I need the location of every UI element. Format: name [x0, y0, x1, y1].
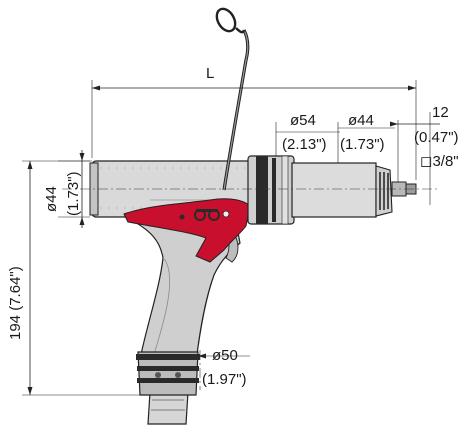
front-diameter-in: (1.73")	[340, 136, 385, 153]
collar-diameter-in: (2.13")	[282, 136, 327, 153]
length-label: L	[206, 65, 214, 82]
collar-ring	[247, 155, 295, 225]
length-dimension	[91, 80, 417, 180]
handle-diameter-in: (1.97")	[202, 371, 247, 388]
cable-strain-relief	[147, 391, 189, 425]
handle-diameter-dimension	[198, 353, 250, 359]
suspension-bail	[215, 7, 250, 191]
body-diameter-mm: ø44	[43, 186, 60, 212]
handle-base-connector	[136, 351, 200, 396]
tool-illustration	[89, 7, 417, 425]
handle-front-contour	[153, 257, 171, 356]
collar-diameter-dimension	[275, 122, 340, 156]
handle-diameter-mm: ø50	[212, 347, 238, 364]
square-drive-label: ◻3/8"	[420, 153, 459, 170]
drive-length-in: (0.47")	[414, 129, 459, 146]
body-diameter-in: (1.73")	[65, 171, 82, 216]
drive-length-dimension	[390, 112, 440, 205]
height-dimension	[22, 160, 140, 396]
drive-length-mm: 12	[432, 104, 449, 121]
front-housing	[291, 162, 393, 218]
front-diameter-mm: ø44	[348, 112, 374, 129]
front-diameter-dimension	[337, 122, 395, 163]
accent-details	[179, 209, 230, 221]
height-label: 194 (7.64")	[7, 266, 24, 340]
collar-diameter-mm: ø54	[290, 112, 316, 129]
